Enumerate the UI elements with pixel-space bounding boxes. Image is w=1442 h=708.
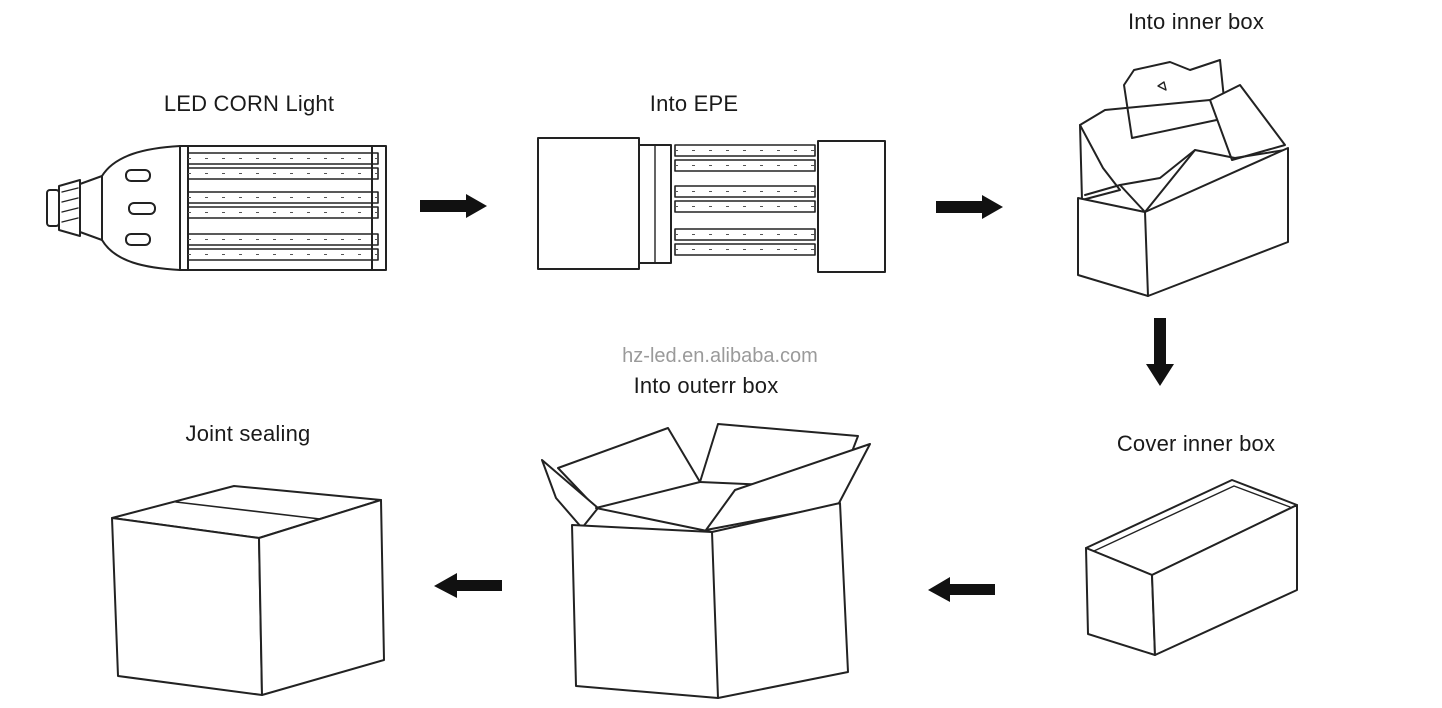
step-label-cover-inner-box: Cover inner box — [1116, 431, 1276, 456]
epe-illustration — [537, 137, 886, 273]
arrow-left-2 — [434, 573, 502, 598]
watermark: hz-led.en.alibaba.com — [622, 345, 818, 367]
arrow-right-2 — [936, 195, 1003, 219]
inner-box-closed-illustration — [1085, 479, 1298, 656]
step-label-into-epe: Into EPE — [649, 91, 739, 116]
arrow-down — [1146, 318, 1174, 386]
arrow-right-1 — [420, 194, 487, 218]
led-corn-light-illustration — [46, 145, 387, 271]
step-label-into-outer-box: Into outerr box — [633, 373, 779, 398]
inner-box-open-illustration — [1077, 59, 1289, 297]
outer-box-open-illustration — [541, 423, 871, 699]
arrow-left-1 — [928, 577, 995, 602]
step-label-into-inner-box: Into inner box — [1127, 9, 1265, 34]
step-label-led-corn-light: LED CORN Light — [163, 91, 335, 116]
step-label-joint-sealing: Joint sealing — [185, 421, 311, 446]
sealed-box-illustration — [111, 485, 385, 696]
